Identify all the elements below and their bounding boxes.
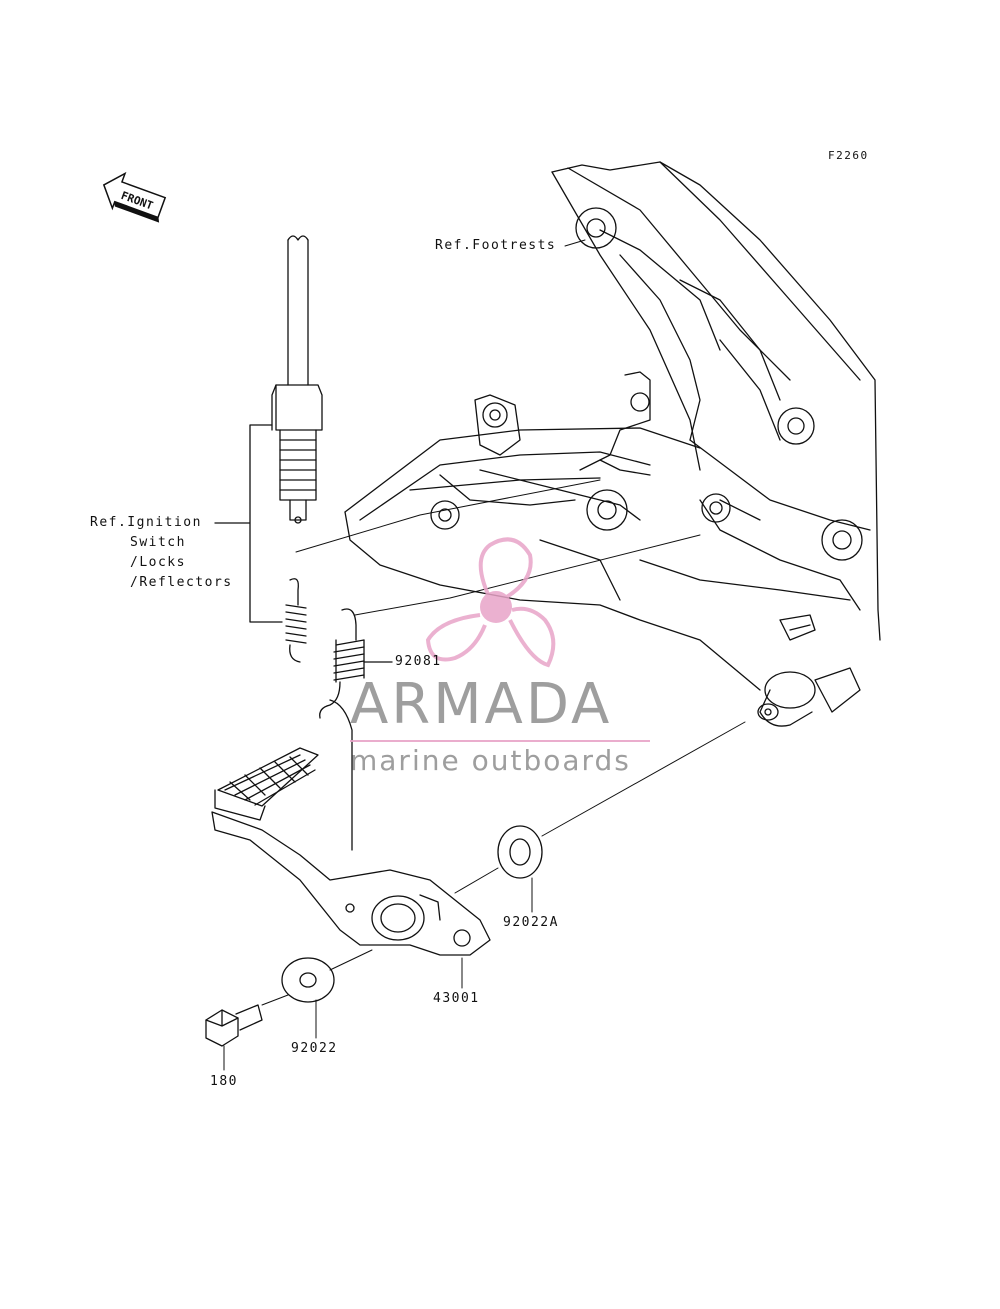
watermark-tagline: marine outboards [350,744,631,777]
brake-light-switch [271,235,323,524]
ref-ignition-line-2: Switch [130,535,186,550]
part-number-92022: 92022 [291,1041,338,1056]
brake-pedal-43001 [211,747,491,956]
ref-ignition-line-1: Ref.Ignition [90,515,202,530]
washer-92022 [281,957,335,1003]
watermark-divider [350,740,650,742]
washer-92022A [497,825,543,879]
figure-code: F2260 [828,149,869,162]
part-number-180: 180 [210,1074,238,1089]
part-number-92022A: 92022A [503,915,559,930]
ref-ignition-label: Ref.Ignition Switch /Locks /Reflectors [90,513,231,593]
spring-92081 [319,608,393,851]
watermark-brand: ARMADA [350,672,613,737]
ref-ignition-line-4: /Reflectors [130,575,233,590]
bolt-180 [205,1004,263,1047]
frame-bracket [344,161,881,727]
front-direction-arrow-icon: FRONT [102,171,167,223]
propeller-logo-icon [425,537,556,668]
small-spring [285,578,307,663]
part-number-43001: 43001 [433,991,480,1006]
ref-footrests-label: Ref.Footrests [435,238,557,253]
ref-ignition-line-3: /Locks [130,555,186,570]
part-number-92081: 92081 [395,654,442,669]
